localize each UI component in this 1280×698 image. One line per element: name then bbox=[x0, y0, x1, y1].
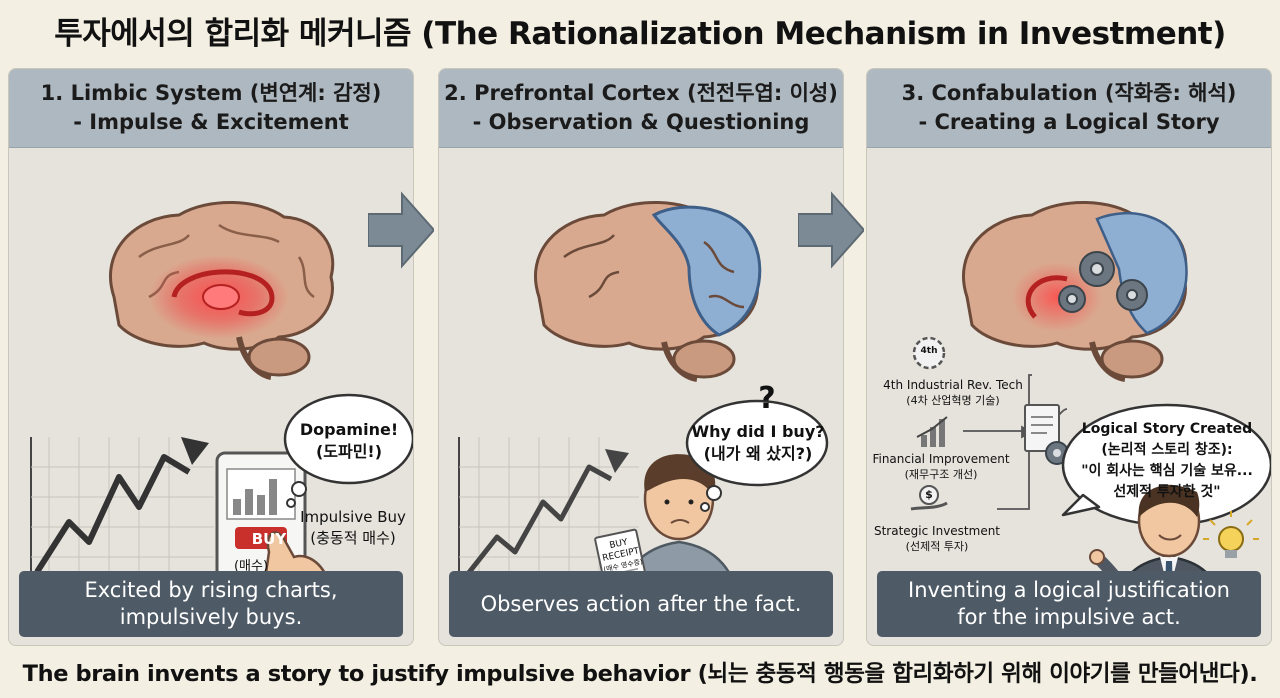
bottom-caption: The brain invents a story to justify imp… bbox=[22, 661, 1258, 687]
buy-button-label: BUY bbox=[251, 530, 287, 548]
item-4th-industrial: 4th Industrial Rev. Tech (4차 산업혁명 기술) bbox=[883, 378, 1023, 407]
question-bubble bbox=[685, 399, 829, 512]
panel-header-subtitle: - Observation & Questioning bbox=[472, 110, 810, 134]
brain-icon bbox=[961, 200, 1188, 382]
lightbulb-icon bbox=[1203, 511, 1259, 558]
presenting-man bbox=[1089, 484, 1207, 571]
panel-limbic-system: 1. Limbic System (변연계: 감정) - Impulse & E… bbox=[8, 68, 414, 646]
dopamine-bubble bbox=[283, 393, 413, 508]
flow-arrow-icon bbox=[798, 191, 864, 269]
limbic-illustration bbox=[30, 200, 413, 571]
panel-prefrontal-cortex: 2. Prefrontal Cortex (전전두엽: 이성) - Observ… bbox=[438, 68, 844, 646]
rising-chart bbox=[30, 437, 214, 571]
item-financial-improvement: Financial Improvement (재무구조 개선) bbox=[872, 452, 1010, 481]
panel-footer-caption: Inventing a logical justification for th… bbox=[877, 571, 1261, 637]
panel-header-title: 3. Confabulation (작화증: 해석) bbox=[901, 81, 1237, 105]
confabulation-illustration bbox=[910, 200, 1271, 571]
dopamine-bubble-text: Dopamine! (도파민!) bbox=[299, 420, 399, 461]
bar-chart-icon bbox=[916, 416, 948, 447]
panel-header-title: 2. Prefrontal Cortex (전전두엽: 이성) bbox=[444, 81, 838, 105]
brain-icon bbox=[533, 200, 762, 382]
item-strategic-investment: Strategic Investment (선제적 투자) bbox=[873, 524, 1001, 553]
panel-header: 3. Confabulation (작화증: 해석) - Creating a … bbox=[867, 69, 1271, 148]
question-mark-icon: ? bbox=[758, 381, 776, 416]
panel-header-title: 1. Limbic System (변연계: 감정) bbox=[40, 81, 382, 105]
coin-hand-icon bbox=[910, 485, 948, 511]
gear-4th-label: 4th bbox=[920, 346, 938, 356]
brain-icon bbox=[108, 200, 335, 380]
logical-story-bubble-text: Logical Story Created (논리적 스토리 창조): "이 회… bbox=[1081, 421, 1253, 500]
panel-header: 1. Limbic System (변연계: 감정) - Impulse & E… bbox=[9, 69, 413, 148]
panel-footer-caption: Observes action after the fact. bbox=[449, 571, 833, 637]
rising-chart bbox=[458, 437, 639, 571]
document-gear-icon bbox=[1024, 404, 1069, 465]
page-title: 투자에서의 합리화 메커니즘 (The Rationalization Mech… bbox=[54, 16, 1226, 52]
prefrontal-illustration bbox=[458, 200, 829, 571]
gear-4th-icon bbox=[912, 336, 946, 370]
panel-header: 2. Prefrontal Cortex (전전두엽: 이성) - Observ… bbox=[439, 69, 843, 148]
coin-symbol: $ bbox=[925, 488, 933, 501]
buy-button-sublabel: (매수) bbox=[233, 559, 269, 574]
phone-icon bbox=[215, 451, 325, 571]
panel-confabulation: 3. Confabulation (작화증: 해석) - Creating a … bbox=[866, 68, 1272, 646]
flow-arrow-icon bbox=[368, 191, 434, 269]
panel-footer-caption: Excited by rising charts, impulsively bu… bbox=[19, 571, 403, 637]
gears-icon bbox=[1058, 251, 1148, 313]
panel-header-subtitle: - Creating a Logical Story bbox=[918, 110, 1220, 134]
panel-header-subtitle: - Impulse & Excitement bbox=[73, 110, 349, 134]
impulsive-buy-label: Impulsive Buy (충동적 매수) bbox=[300, 508, 406, 547]
question-bubble-text: Why did I buy? (내가 왜 샀지?) bbox=[691, 422, 825, 463]
